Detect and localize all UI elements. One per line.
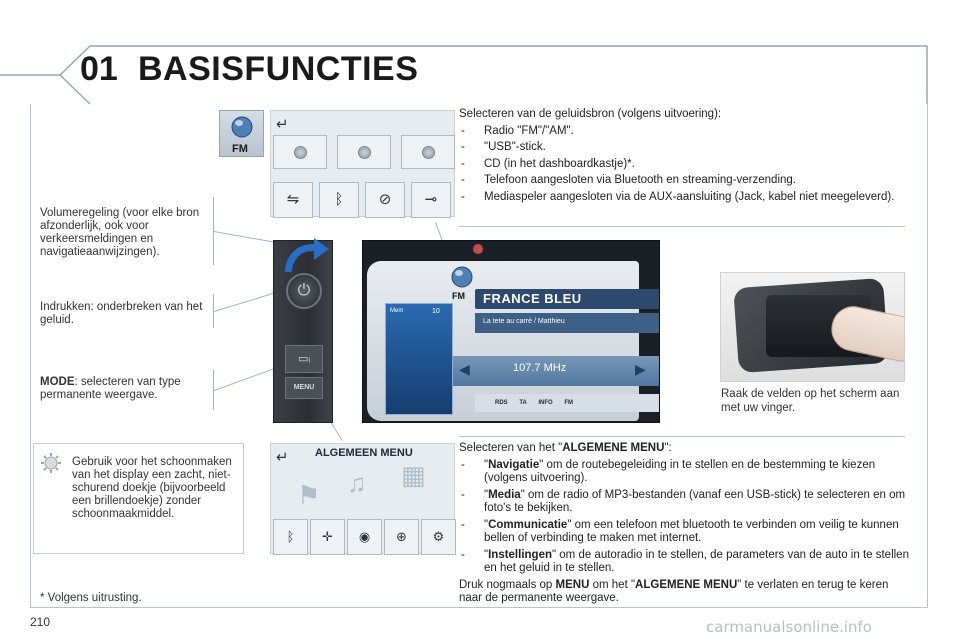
cd-source-button[interactable]: ⊘	[365, 182, 405, 218]
source-item: -CD (in het dashboardkastje)*.	[461, 157, 635, 170]
source-item: -Mediaspeler aangesloten via de AUX-aans…	[461, 190, 895, 203]
media-menu-button[interactable]: ◉	[347, 519, 382, 555]
general-menu-description: Selecteren van het "ALGEMENE MENU": -"Na…	[459, 442, 914, 609]
aux-jack-icon: ⊸	[424, 191, 438, 208]
chapter-number: 01	[80, 50, 118, 88]
screen-function-tabs[interactable]: RDS TA INFO FM	[475, 394, 659, 412]
communication-menu-button[interactable]: ⊕	[384, 519, 419, 555]
mode-label: MODE: selecteren van type permanente wee…	[40, 376, 210, 402]
divider-bottom	[459, 436, 905, 437]
usb-icon: ⇋	[286, 191, 300, 208]
mode-text: : selecteren van type permanente weergav…	[40, 376, 181, 401]
cleaning-tip-box: Gebruik voor het schoonmaken van het dis…	[33, 443, 244, 554]
chapter-title: BASISFUNCTIES	[138, 50, 419, 88]
menu-back-arrow-icon[interactable]: ↵	[276, 449, 289, 466]
disc-icon: ◉	[358, 529, 371, 544]
frequency-down-arrow-icon[interactable]: ◀	[459, 361, 470, 377]
frequency-bar	[453, 356, 659, 386]
volume-label: Volumeregeling (voor elke bron afzonderl…	[40, 207, 200, 258]
memory-number: 10	[432, 308, 440, 315]
navigation-flag-icon[interactable]: ⚑	[297, 480, 321, 510]
frequency-value: 107.7 MHz	[513, 362, 567, 374]
divider-top	[459, 226, 905, 227]
bluetooth-source-button[interactable]: ᛒ	[319, 182, 359, 218]
radiotext: La tete au carré / Matthieu	[483, 318, 565, 325]
menu-item-media: -"Media" om de radio of MP3-bestanden (v…	[461, 488, 906, 515]
general-menu-panel: ↵ ALGEMEEN MENU ⚑ ♫ ▦ ᛒ ✛ ◉ ⊕ ⚙	[270, 443, 456, 555]
mode-label-line	[213, 370, 214, 410]
cd-icon: ⊘	[378, 191, 392, 208]
cleaning-tip-text: Gebruik voor het schoonmaken van het dis…	[72, 456, 232, 520]
usb-source-button[interactable]: ⇋	[273, 182, 313, 218]
menu-button[interactable]: MENU	[285, 377, 323, 399]
press-label: Indrukken: onderbreken van het geluid.	[40, 301, 203, 326]
globe-icon: FM	[231, 116, 253, 155]
source-item: -"USB"-stick.	[461, 141, 546, 153]
mode-button[interactable]: ▭ᵢ	[285, 345, 323, 373]
page-frame	[30, 104, 928, 608]
press-label-line	[213, 294, 214, 328]
fm-source-icon[interactable]: FM	[219, 110, 264, 157]
volume-label-line	[213, 197, 214, 265]
source-item: -Radio "FM"/"AM".	[461, 124, 574, 137]
general-menu-outro: Druk nogmaals op MENU om het "ALGEMENE M…	[459, 578, 889, 605]
source-description: Selecteren van de geluidsbron (volgens u…	[459, 108, 909, 207]
bluetooth-menu-button[interactable]: ᛒ	[273, 519, 308, 555]
source-intro: Selecteren van de geluidsbron (volgens u…	[459, 108, 722, 120]
radiotext-bar	[475, 313, 659, 333]
media-icon[interactable]: ♫	[347, 468, 367, 498]
fm-icon-label: FM	[232, 143, 248, 155]
memory-label: Mem	[390, 308, 404, 314]
screen-fm-label: FM	[452, 291, 465, 301]
frequency-up-arrow-icon[interactable]: ▶	[635, 361, 646, 377]
radio-control-strip: ⏻ ▭ᵢ MENU	[273, 240, 333, 423]
header-bar	[0, 45, 928, 105]
mode-display-icon: ▭ᵢ	[297, 353, 311, 365]
settings-menu-button[interactable]: ⚙	[421, 519, 456, 555]
power-icon: ⏻	[297, 282, 311, 299]
mode-key: MODE	[40, 376, 75, 388]
menu-item-navigation: -"Navigatie" om de routebegeleiding in t…	[461, 458, 876, 485]
page-number: 210	[30, 615, 51, 629]
preset-knob-1[interactable]	[273, 135, 327, 169]
general-menu-intro: Selecteren van het "ALGEMENE MENU":	[459, 442, 672, 454]
gear-icon	[41, 453, 61, 473]
preset-knob-2[interactable]	[337, 135, 391, 169]
compass-icon: ✛	[322, 529, 333, 544]
bluetooth-icon: ᛒ	[334, 191, 344, 208]
screen-fm-icon[interactable]: FM	[449, 265, 475, 313]
general-menu-title: ALGEMEEN MENU	[315, 447, 413, 459]
station-name: FRANCE BLEU	[475, 289, 659, 309]
preset-knob-3[interactable]	[401, 135, 455, 169]
screen-globe-icon	[451, 266, 473, 288]
globe-icon: ⊕	[396, 529, 407, 544]
settings-grid-icon[interactable]: ▦	[401, 460, 426, 490]
power-volume-button[interactable]: ⏻	[286, 273, 322, 309]
navigation-menu-button[interactable]: ✛	[310, 519, 345, 555]
signal-icon	[473, 244, 483, 254]
menu-item-communication: -"Communicatie" om een telefoon met blue…	[461, 518, 899, 545]
rotate-arrow-icon	[284, 238, 329, 273]
touch-screen-photo	[720, 272, 905, 382]
memory-list[interactable]: Mem 10	[385, 303, 453, 415]
watermark: carmanualsonline.info	[706, 618, 872, 636]
back-arrow-icon[interactable]: ↵	[276, 116, 289, 133]
source-item: -Telefoon aangesloten via Bluetooth en s…	[461, 174, 796, 186]
menu-item-settings: -"Instellingen" om de autoradio in te st…	[461, 548, 909, 575]
source-selection-panel: ↵ ⇋ ᛒ ⊘ ⊸	[270, 110, 455, 218]
bluetooth-icon: ᛒ	[286, 529, 295, 544]
radio-display-screen[interactable]: FM FRANCE BLEU La tete au carré / Matthi…	[362, 240, 660, 423]
aux-source-button[interactable]: ⊸	[411, 182, 451, 218]
footnote: * Volgens uitrusting.	[40, 592, 142, 604]
gear-icon: ⚙	[432, 529, 445, 544]
touch-caption: Raak de velden op het scherm aan met uw …	[721, 388, 900, 414]
